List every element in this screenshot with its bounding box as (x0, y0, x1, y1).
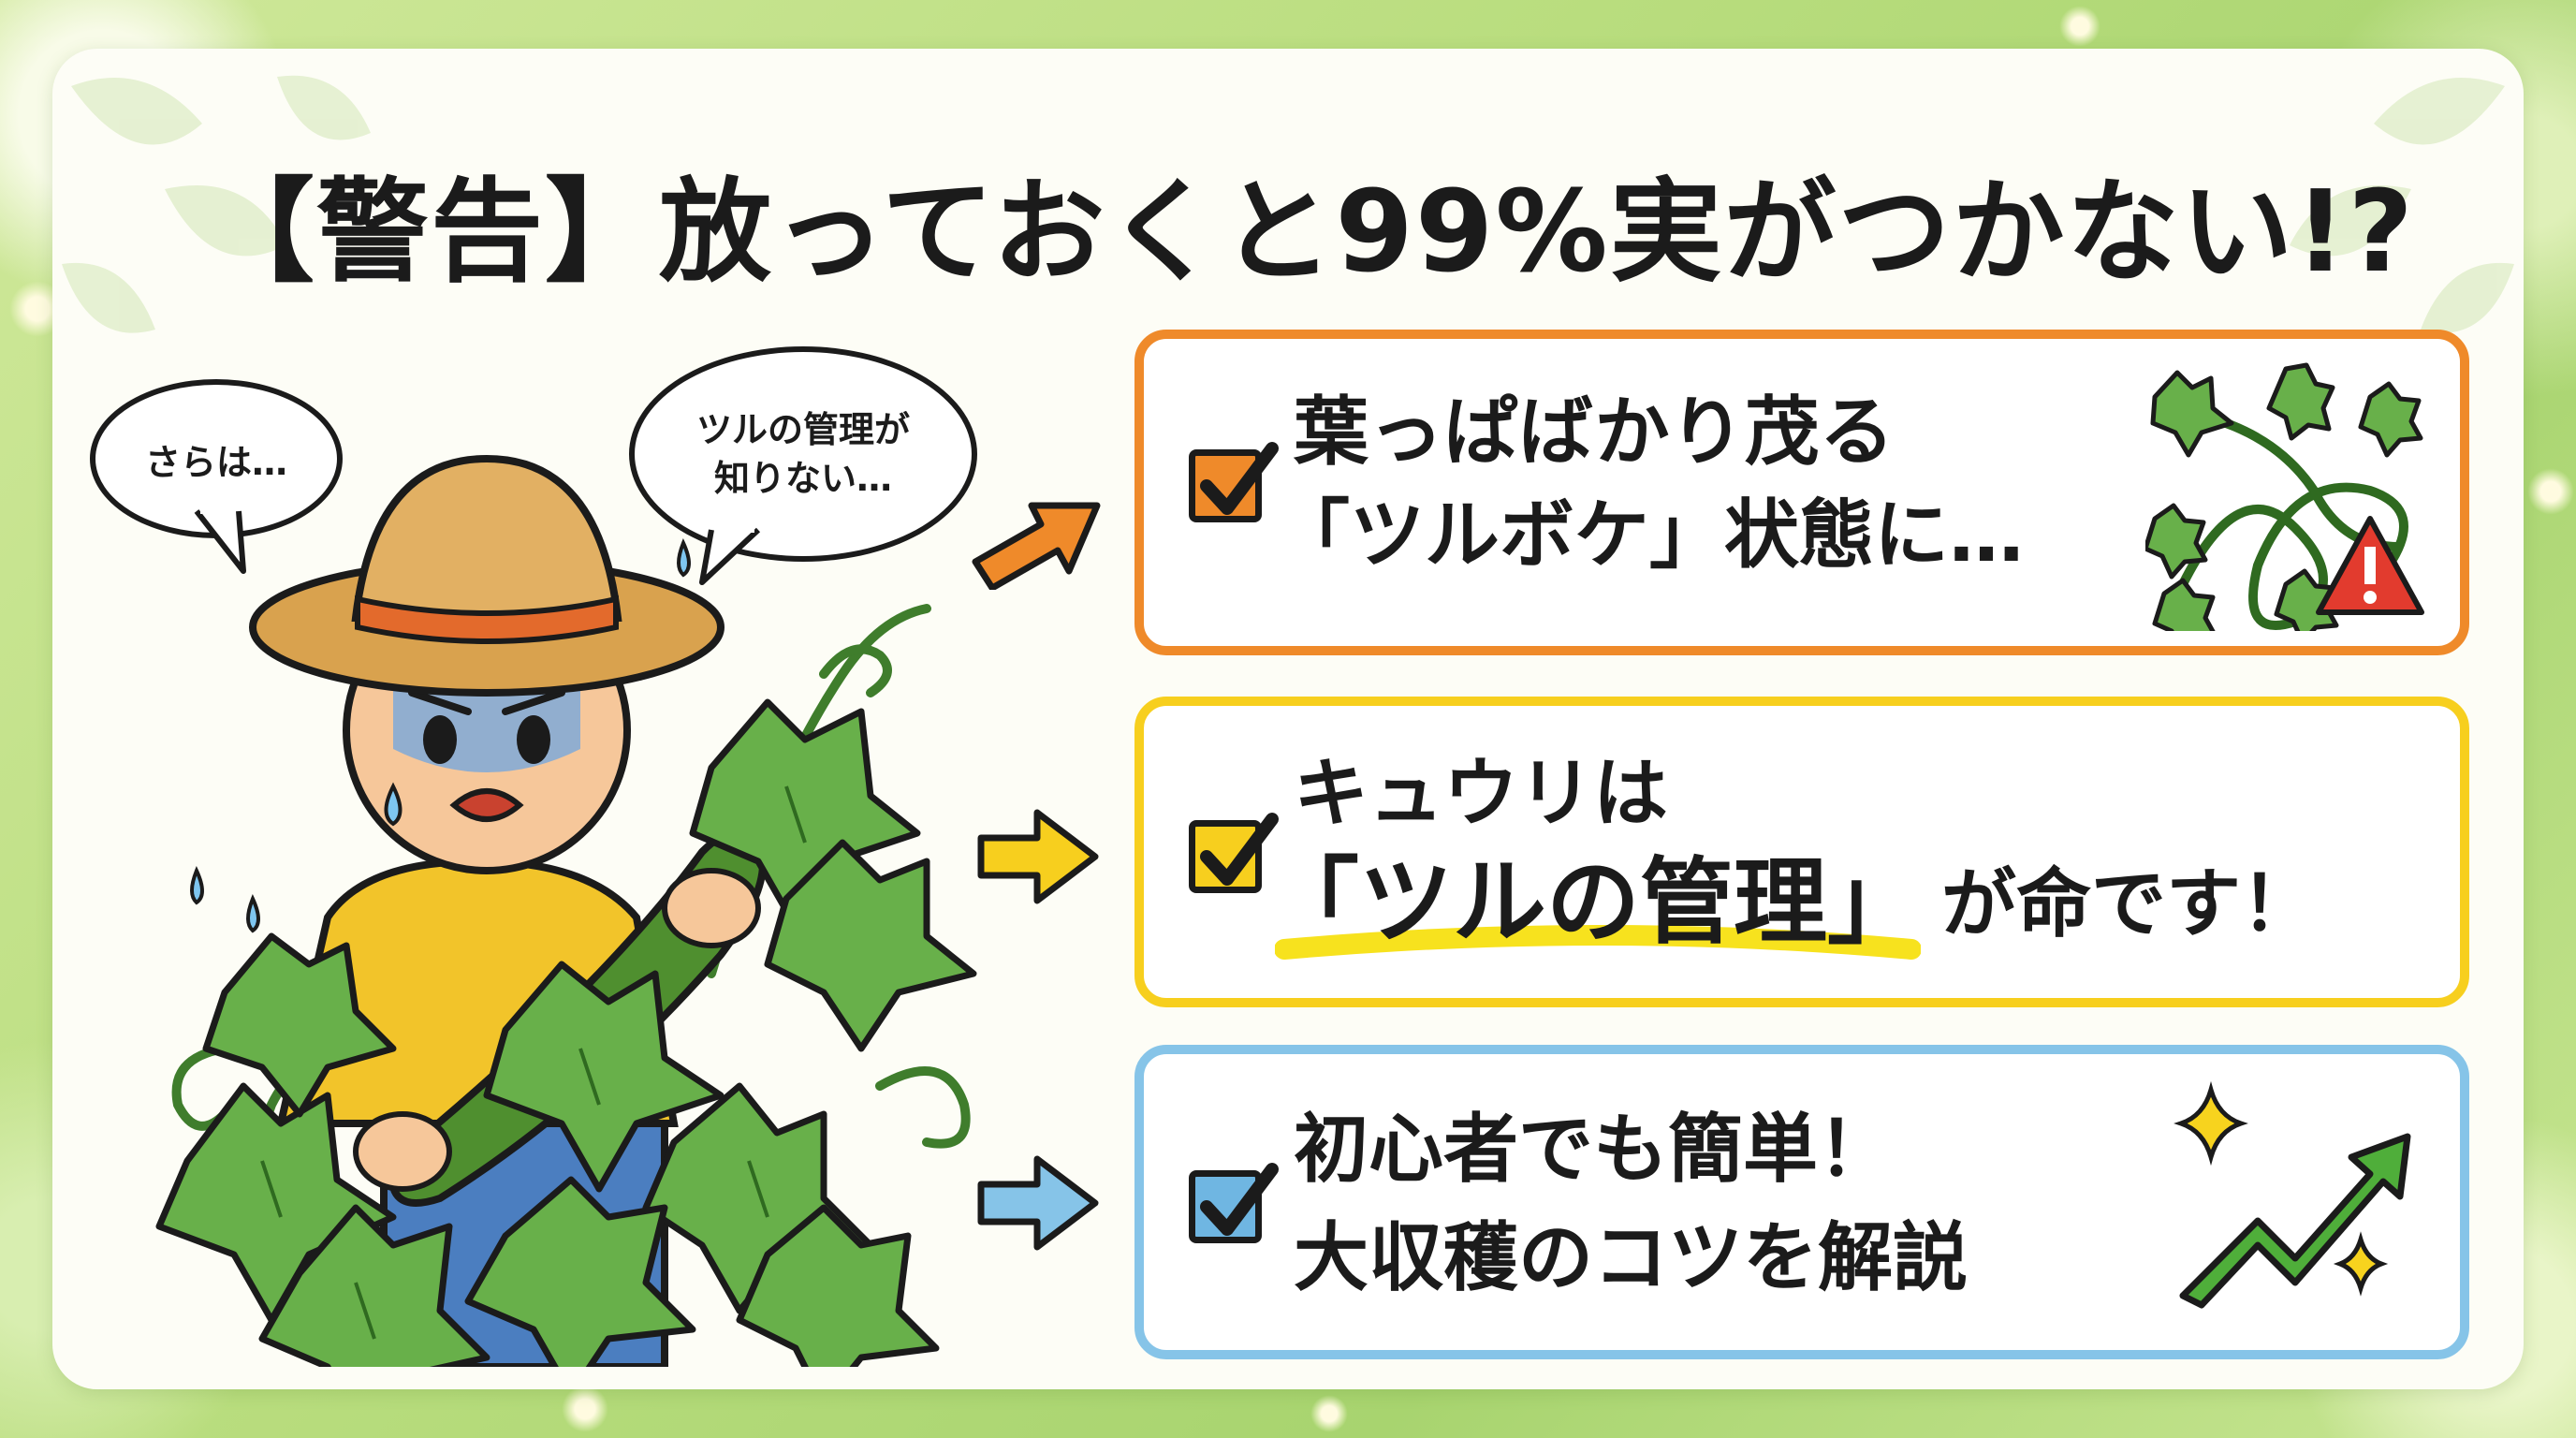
bokeh-sparkle (562, 1386, 608, 1432)
panel-3-line1: 初心者でも簡単！ (1294, 1106, 1893, 1193)
bokeh-sparkle (1310, 1395, 1348, 1432)
growth-arrow-sparkle-icon (2174, 1080, 2411, 1309)
checkmark-icon (1200, 1163, 1279, 1236)
yellow-highlight-stroke (1275, 925, 1921, 960)
corner-leaves-top-right (2290, 78, 2514, 333)
bokeh-sparkle (2059, 6, 2100, 47)
speech-bubble-right-tail (699, 524, 761, 585)
checkbox-icon (1189, 442, 1279, 522)
panel-tsuruboke: 葉っぱばかり茂る 「ツルボケ」状態に… (1134, 330, 2469, 655)
tangled-vine-warning-icon (2145, 362, 2424, 631)
panel-3-line2: 大収穫のコツを解説 (1294, 1214, 1968, 1301)
blue-arrow-icon (977, 1155, 1099, 1251)
speech-bubble-right-line1: ツルの管理が (695, 409, 910, 450)
orange-arrow-icon (972, 502, 1101, 590)
panel-1-line2: 「ツルボケ」状態に… (1275, 492, 2024, 579)
checkmark-icon (1200, 442, 1279, 515)
corner-leaves-top-left (62, 75, 371, 333)
speech-bubble-right-line2: 知りない… (713, 458, 892, 499)
checkmark-icon (1200, 813, 1279, 886)
panel-1-line1: 葉っぱばかり茂る (1294, 389, 1895, 476)
checkbox-icon (1189, 1163, 1279, 1243)
panel-beginner-tips: 初心者でも簡単！ 大収穫のコツを解説 (1134, 1045, 2469, 1359)
panel-2-line2-rest: が命です！ (1941, 860, 2316, 947)
panel-vine-management: キュウリは 「ツルの管理」 が命です！ (1134, 697, 2469, 1007)
panel-2-line1: キュウリは (1294, 750, 1668, 837)
farmer-illustration (155, 454, 977, 1367)
speech-bubble-left-text: さらは… (144, 441, 287, 483)
panel-2-line2-highlight: 「ツルの管理」 (1266, 847, 1921, 957)
bokeh-sparkle (2527, 468, 2574, 515)
speech-bubble-left-tail (194, 506, 246, 574)
checkbox-icon (1189, 813, 1279, 893)
speech-bubble-right: ツルの管理が 知りない… (629, 346, 977, 562)
page-title: 【警告】放っておくと99%実がつかない!? (202, 168, 2415, 298)
yellow-arrow-icon (977, 809, 1099, 904)
